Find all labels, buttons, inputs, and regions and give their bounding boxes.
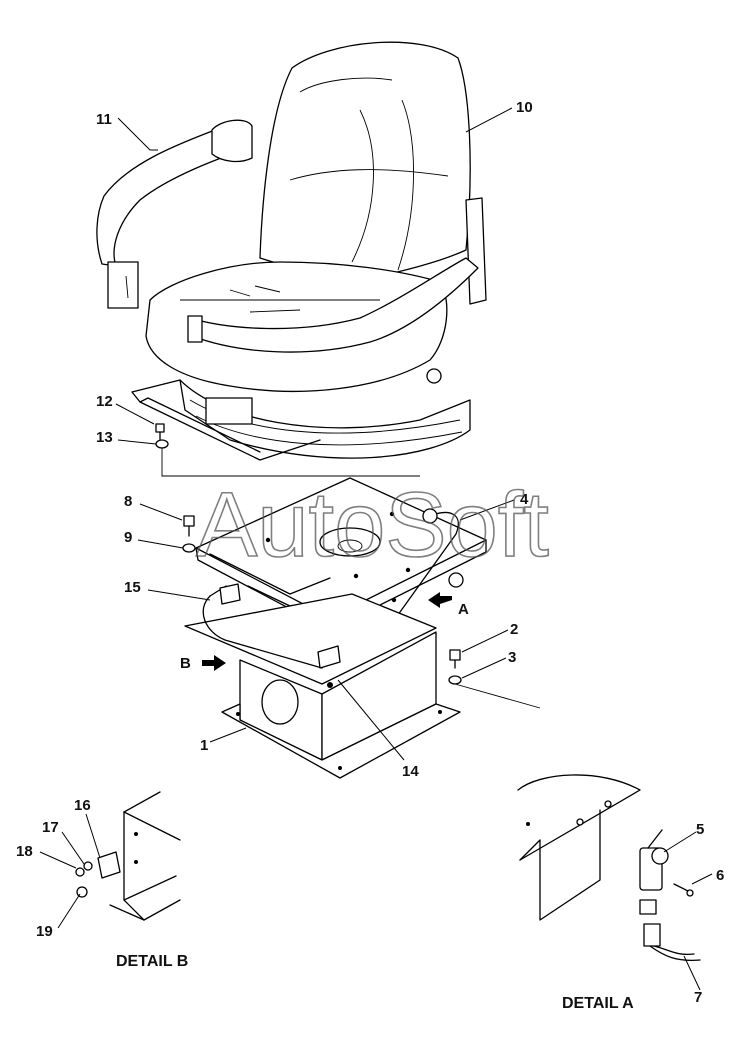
callout-17: 17 [42, 819, 59, 836]
callout-8: 8 [124, 493, 132, 510]
seat-assembly [131, 41, 487, 461]
armrest-assembly [96, 119, 253, 309]
callout-19: 19 [36, 923, 53, 940]
callout-6: 6 [716, 867, 724, 884]
arrow-label-a: A [458, 601, 469, 618]
callout-numbers: 1 2 3 4 5 6 7 8 9 10 11 12 13 14 15 16 1… [16, 99, 724, 1006]
detail-a-drawing [517, 774, 701, 962]
callout-7: 7 [694, 989, 702, 1006]
wire-handle [202, 583, 341, 669]
callout-11: 11 [96, 111, 112, 128]
callout-1: 1 [200, 737, 208, 754]
detail-b-drawing [75, 791, 181, 921]
callout-16: 16 [74, 797, 91, 814]
callout-5: 5 [696, 821, 704, 838]
callout-13: 13 [96, 429, 113, 446]
callout-14: 14 [402, 763, 419, 780]
arrow-label-b: B [180, 655, 191, 672]
callout-12: 12 [96, 393, 113, 410]
callout-2: 2 [510, 621, 518, 638]
detail-a-caption: DETAIL A [562, 995, 634, 1012]
callout-3: 3 [508, 649, 516, 666]
detail-b-caption: DETAIL B [116, 953, 188, 970]
callout-18: 18 [16, 843, 33, 860]
pedestal-top [184, 593, 437, 685]
direction-arrows [202, 592, 452, 671]
swivel-plate [195, 477, 487, 631]
callout-9: 9 [124, 529, 132, 546]
callout-15: 15 [124, 579, 141, 596]
callout-10: 10 [516, 99, 533, 116]
leader-lines [39, 107, 713, 991]
seat-backrest [259, 41, 471, 279]
armrest [96, 121, 252, 267]
hardware [155, 423, 541, 709]
watermark: AutoSoft [196, 474, 549, 576]
pedestal-box [184, 593, 461, 779]
callout-4: 4 [520, 491, 529, 508]
seat-cushion [145, 261, 448, 392]
